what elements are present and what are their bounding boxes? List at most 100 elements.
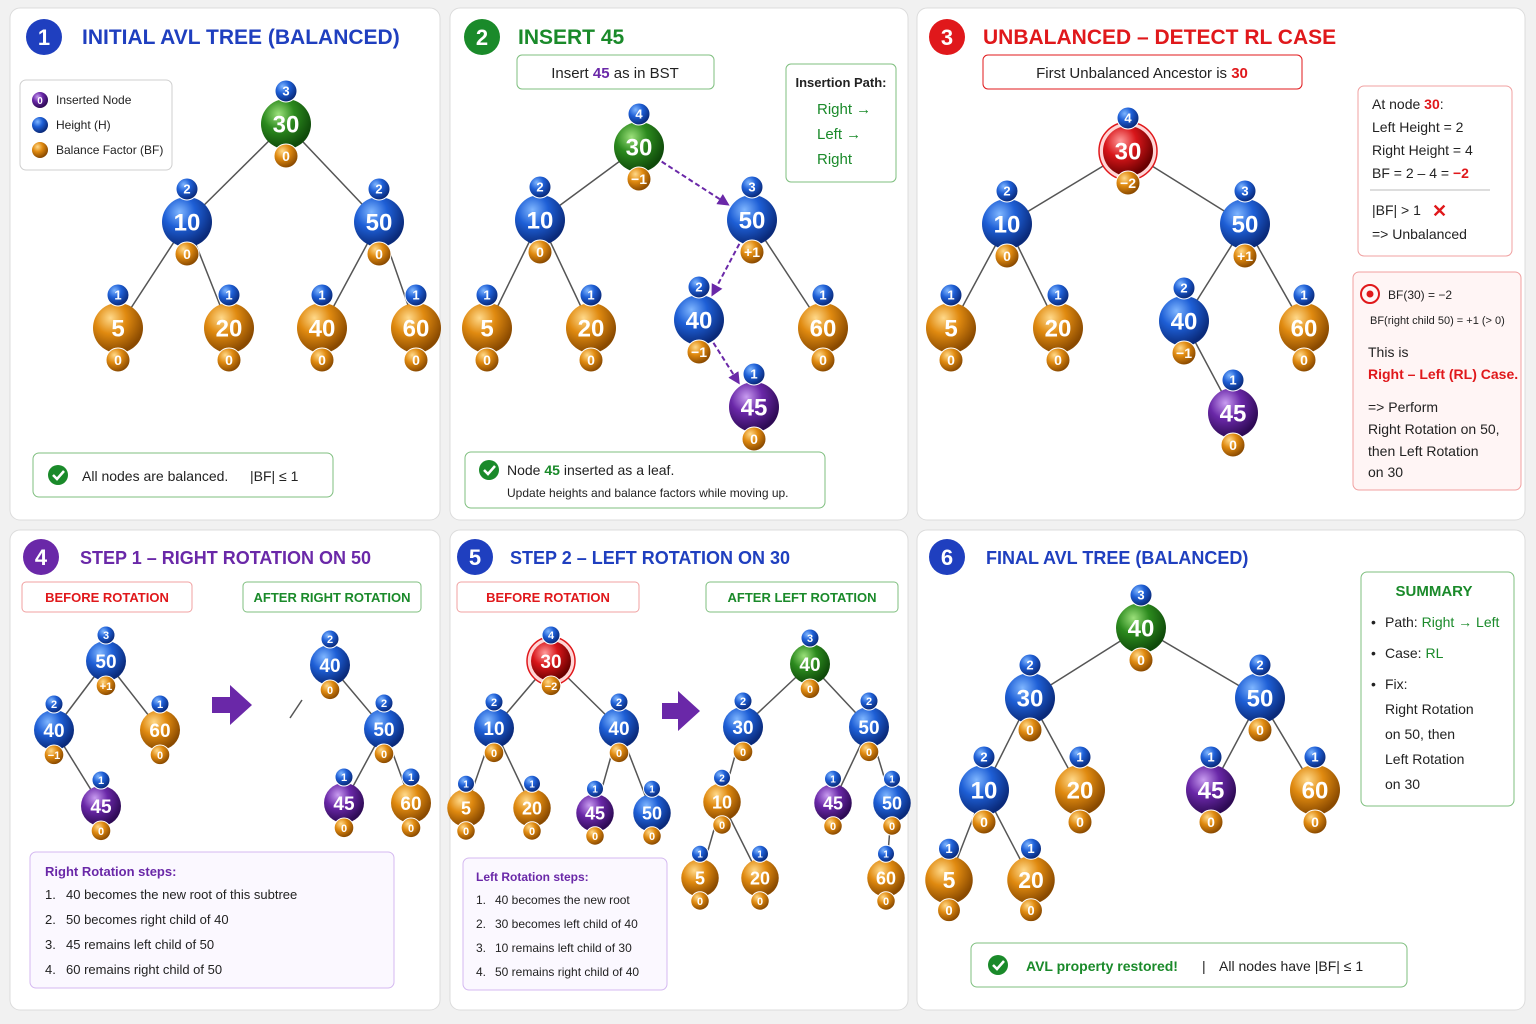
balance-factor-value: −1 (631, 171, 647, 187)
balance-factor-badge (1019, 898, 1043, 923)
svg-text:At node 30:: At node 30: (1372, 96, 1444, 112)
height-badge (939, 283, 963, 307)
height-badge (175, 177, 199, 201)
check-icon (48, 465, 68, 485)
summary-fix-line: on 50, then (1385, 726, 1455, 742)
balance-factor-value: 0 (1003, 248, 1011, 264)
balance-factor-badge (174, 241, 200, 267)
check-icon (479, 460, 499, 480)
balance-factor-value: 0 (408, 823, 414, 835)
tree-node-5: 510 (926, 283, 976, 373)
balance-factor-value: +1 (1237, 248, 1253, 264)
node-sphere (513, 789, 551, 827)
height-badge (627, 102, 651, 126)
node-value: 30 (273, 112, 300, 139)
balance-factor-value: 0 (1076, 814, 1084, 830)
height-value: 2 (866, 696, 872, 708)
height-badge (334, 767, 354, 787)
balance-factor-badge (799, 678, 821, 700)
node-sphere (741, 859, 779, 897)
height-badge (528, 175, 552, 199)
height-value: 1 (412, 288, 419, 303)
height-value: 1 (98, 775, 104, 787)
balance-factor-badge (578, 347, 604, 373)
case-action: then Left Rotation (1368, 443, 1479, 459)
node-value: 45 (1198, 778, 1225, 805)
svg-text:1.: 1. (45, 887, 56, 902)
balance-factor-value: 0 (740, 747, 746, 759)
right-rotation-steps: Right Rotation steps: 1. 40 becomes the … (29, 851, 395, 989)
height-badge (106, 283, 130, 307)
balance-factor-value: −2 (1120, 175, 1136, 191)
balance-factor-value: 0 (327, 685, 333, 697)
height-badge (609, 692, 629, 712)
balance-factor-badge (149, 744, 171, 766)
tree-node-5: 510 (93, 283, 143, 373)
balance-factor-badge (403, 347, 429, 373)
node-value: 30 (626, 135, 653, 162)
insert-box-post: as in BST (610, 65, 679, 82)
info-left-height: Left Height = 2 (1372, 119, 1464, 135)
legend-mark: 0 (37, 96, 43, 107)
node-sphere (814, 784, 852, 822)
balance-factor-value: 0 (830, 821, 836, 833)
dangling-edge (289, 699, 303, 719)
balance-factor-value: 0 (1054, 352, 1062, 368)
tree-node-5: 510 (462, 283, 512, 373)
balance-factor-value: 0 (697, 896, 703, 908)
node-value: 20 (1067, 778, 1094, 805)
balance-factor-value: 0 (341, 823, 347, 835)
node-value: 50 (373, 720, 394, 741)
node-value: 5 (943, 867, 956, 893)
node-value: 20 (1045, 316, 1072, 343)
balance-factor-badge (1220, 432, 1246, 458)
node-value: 30 (1017, 686, 1044, 713)
node-value: 40 (686, 308, 713, 335)
balance-factor-badge (642, 826, 662, 846)
node-sphere (447, 789, 485, 827)
step-badge (23, 539, 59, 575)
node-sphere (729, 382, 779, 432)
node-sphere (1005, 673, 1055, 723)
balance-factor-badge (43, 744, 65, 766)
node-value: 5 (480, 316, 493, 343)
balance-factor-value: 0 (980, 814, 988, 830)
balance-factor-badge (876, 891, 896, 911)
height-value: 1 (883, 849, 889, 860)
balance-factor-badge (938, 347, 964, 373)
balance-factor-value: 0 (819, 352, 827, 368)
legend-swatch-inserted (32, 92, 48, 108)
node-sphere (599, 708, 639, 748)
panel-2-header: 2 INSERT 45 (464, 19, 625, 55)
balance-factor-badge (1291, 347, 1317, 373)
height-value: 1 (1229, 373, 1236, 388)
height-badge (972, 745, 996, 769)
balance-factor-value: 0 (483, 352, 491, 368)
height-value: 3 (103, 630, 109, 642)
footer-text: All nodes have |BF| ≤ 1 (1219, 958, 1363, 974)
height-badge (1020, 837, 1042, 860)
balance-factor-value: 0 (649, 831, 655, 843)
info-l1-post: : (1440, 96, 1444, 112)
footer-line2: Update heights and balance factors while… (507, 486, 789, 500)
node-value: 60 (400, 794, 421, 815)
node-sphere (515, 195, 565, 245)
case-text: This is (1368, 344, 1408, 360)
case-bf-child: BF(right child 50) = +1 (> 0) (1370, 315, 1505, 327)
node-value: 5 (111, 316, 124, 343)
height-value: 3 (1137, 588, 1144, 603)
balance-factor-value: 0 (757, 896, 763, 908)
node-value: 50 (1232, 212, 1259, 239)
steps-title: Right Rotation steps: (45, 864, 176, 879)
node-sphere (867, 859, 905, 897)
node-value: 10 (483, 719, 504, 740)
node-sphere (849, 707, 889, 747)
height-value: 1 (1207, 750, 1214, 765)
